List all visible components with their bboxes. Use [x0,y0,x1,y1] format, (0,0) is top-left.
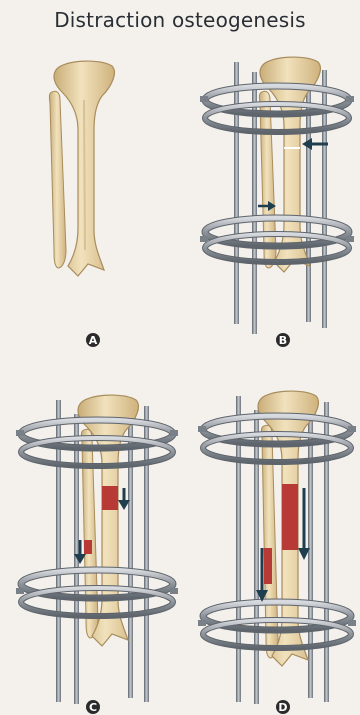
regenerate-fibula [264,548,272,584]
fibula [259,91,276,268]
regenerate-fibula [84,540,92,554]
svg-text:A: A [89,334,98,347]
svg-text:D: D [278,701,287,714]
svg-text:B: B [279,334,287,347]
badge-c: C [86,700,100,714]
badge-a: A [86,333,100,347]
panel-c: C [16,395,178,714]
regenerate-tibia [282,484,298,550]
fibula [81,429,98,638]
panel-d: D [198,391,356,714]
badge-d: D [276,700,290,714]
panel-b: B [200,57,354,347]
badge-b: B [276,333,290,347]
panel-a: A [49,61,114,347]
svg-text:C: C [89,701,97,714]
regenerate-tibia [102,486,118,510]
fibula [49,91,66,268]
